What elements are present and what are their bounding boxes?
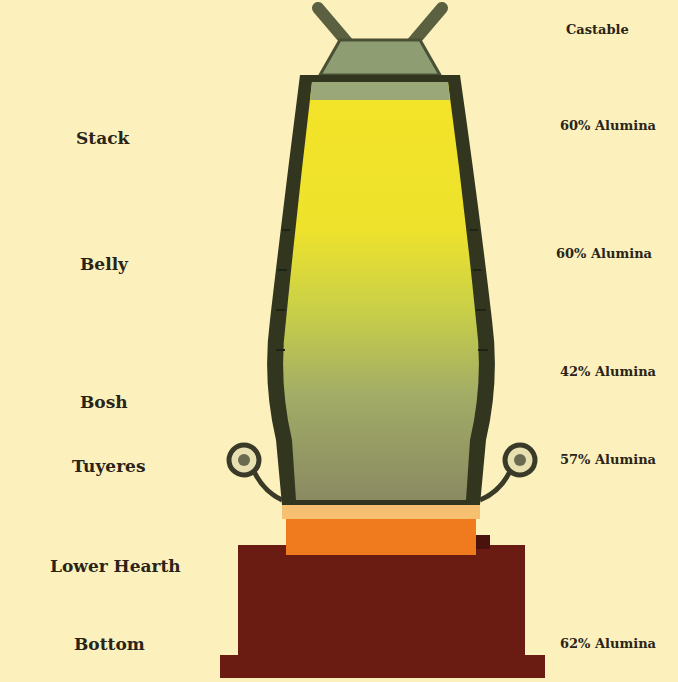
- throat-cone: [320, 40, 440, 75]
- lining-material: Castable: [566, 22, 629, 37]
- tuyere-pipe: [229, 445, 535, 500]
- part-name: Lower Hearth: [50, 556, 181, 576]
- part-name: Bosh: [80, 392, 128, 412]
- stack-top: [310, 82, 450, 100]
- part-name: Tuyeres: [72, 456, 146, 476]
- part-name: Belly: [80, 254, 128, 274]
- hearth-top: [282, 505, 480, 519]
- top-glow: [250, 0, 510, 40]
- stave-lines: [276, 230, 488, 350]
- part-name: Stack: [76, 128, 129, 148]
- lining-material: 60% Alumina: [556, 246, 652, 261]
- lining-material: 60% Alumina: [560, 118, 656, 133]
- furnace-lining: [283, 82, 479, 500]
- lining-material: 62% Alumina: [560, 636, 656, 651]
- lining-material: 57% Alumina: [560, 452, 656, 467]
- taphole: [476, 535, 490, 549]
- lower-hearth: [286, 519, 476, 555]
- lining-material: 42% Alumina: [560, 364, 656, 379]
- furnace-shell: [267, 75, 495, 505]
- furnace-bottom: [220, 545, 545, 678]
- part-name: Bottom: [74, 634, 145, 654]
